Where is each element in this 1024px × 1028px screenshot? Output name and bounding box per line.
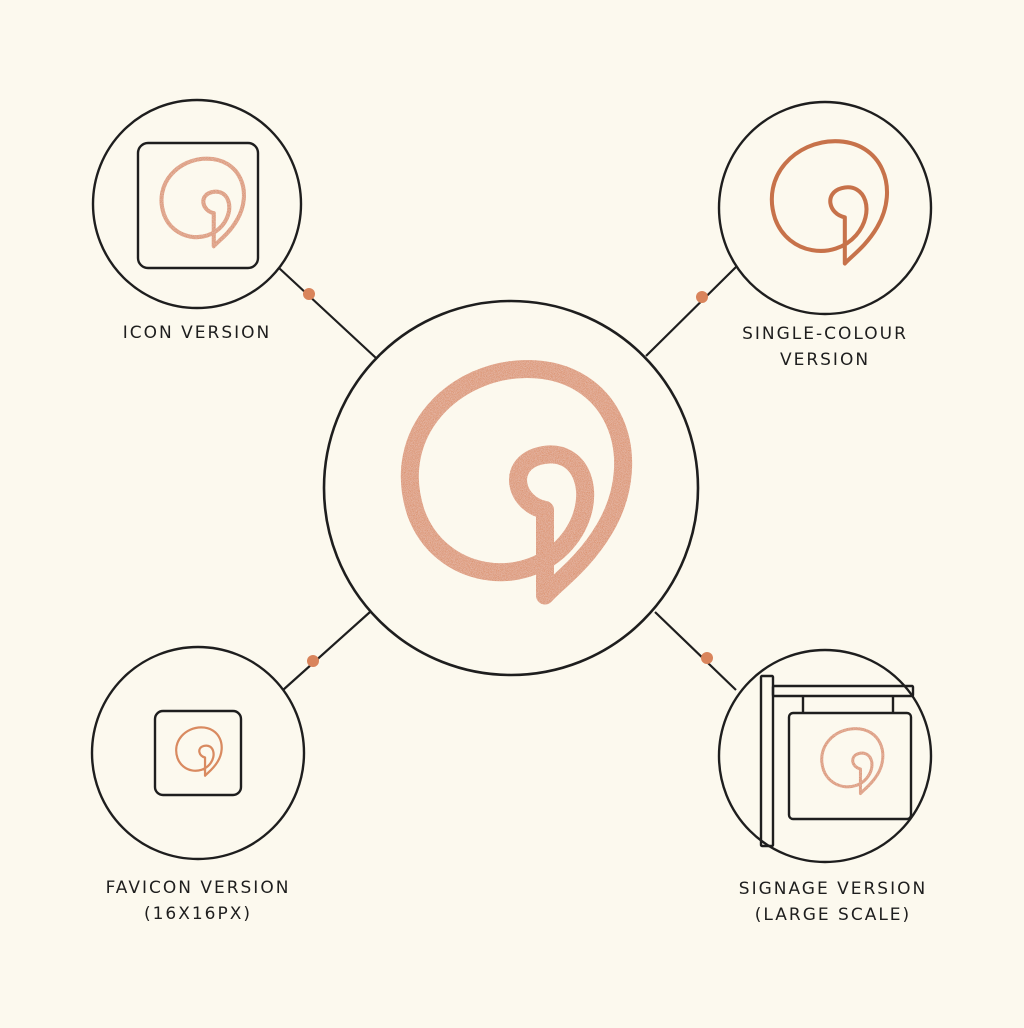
single-colour-version-circle [717,100,933,316]
single-colour-version-label: SINGLE-COLOUR VERSION [715,321,935,373]
signage-version-node [717,648,933,864]
connector-dot-favicon [307,655,319,667]
label-line: SIGNAGE VERSION [738,879,928,899]
connector-signage [654,611,737,691]
connector-dots [303,288,713,667]
signage-version-circle [717,648,933,864]
small-rounded-square-frame [153,709,243,797]
connector-icon [278,267,377,359]
connector-dot-icon [303,288,315,300]
connector-favicon [282,611,371,691]
label-line: VERSION [779,350,871,370]
icon-version-label: ICON VERSION [97,320,297,346]
label-line: (LARGE SCALE) [754,905,912,925]
label-line: SINGLE-COLOUR [742,324,908,344]
center-node [322,299,700,677]
connector-dot-signage [701,652,713,664]
label-line: FAVICON VERSION [105,878,291,898]
connectors [278,265,738,691]
label-line: ICON VERSION [122,323,272,343]
icon-version-circle [91,98,303,310]
favicon-version-label: FAVICON VERSION (16X16PX) [68,875,328,927]
connector-dot-single-colour [696,291,708,303]
single-colour-version-node [717,100,933,316]
connector-single-colour [645,265,738,357]
label-line: (16X16PX) [143,904,253,924]
signage-version-label: SIGNAGE VERSION (LARGE SCALE) [708,876,958,928]
hanging-sign-frame [759,674,915,848]
icon-version-node [91,98,303,310]
favicon-version-node [90,645,306,861]
favicon-version-circle [90,645,306,861]
center-circle [322,299,700,677]
rounded-square-frame [136,141,260,270]
